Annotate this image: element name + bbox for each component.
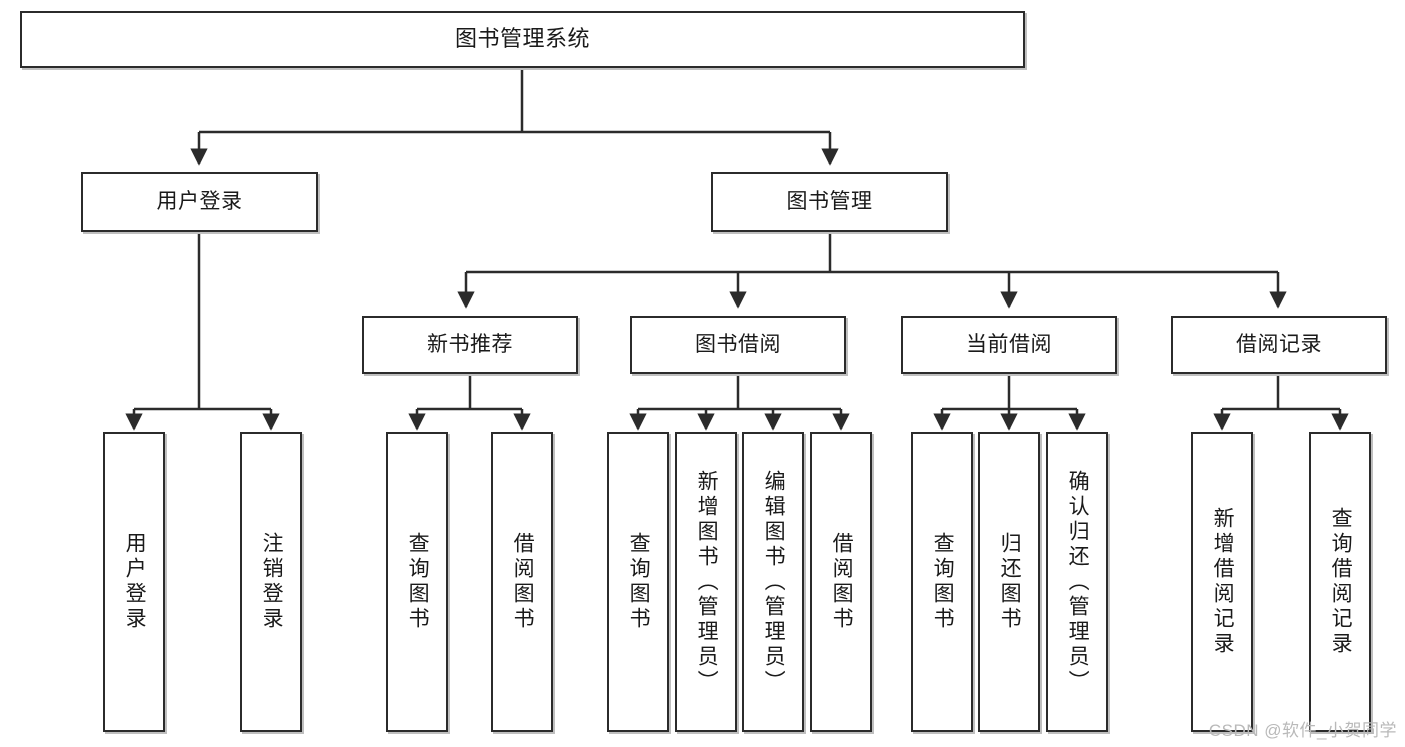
node-book-management[interactable]: 图书管理: [711, 172, 948, 232]
node-current-borrow-label: 当前借阅: [966, 333, 1052, 357]
node-leaf-confirm-return-admin[interactable]: 确认归还（管理员）: [1046, 432, 1108, 732]
node-leaf-query-book-newbook-label: 查询图书: [406, 532, 430, 632]
node-leaf-query-book-borrow[interactable]: 查询图书: [607, 432, 669, 732]
node-leaf-logout-label: 注销登录: [260, 532, 284, 632]
node-new-book-recommend[interactable]: 新书推荐: [362, 316, 578, 374]
node-leaf-logout[interactable]: 注销登录: [240, 432, 302, 732]
node-book-management-label: 图书管理: [786, 190, 873, 214]
node-leaf-query-borrow-record[interactable]: 查询借阅记录: [1309, 432, 1371, 732]
node-leaf-query-book-borrow-label: 查询图书: [627, 532, 651, 632]
node-borrow-records[interactable]: 借阅记录: [1171, 316, 1387, 374]
node-current-borrow[interactable]: 当前借阅: [901, 316, 1117, 374]
node-root-label: 图书管理系统: [454, 26, 590, 52]
node-leaf-query-borrow-record-label: 查询借阅记录: [1329, 507, 1353, 657]
node-leaf-borrow-book-newbook-label: 借阅图书: [511, 532, 535, 632]
node-leaf-edit-book-admin[interactable]: 编辑图书（管理员）: [742, 432, 804, 732]
node-leaf-edit-book-admin-label: 编辑图书（管理员）: [762, 469, 786, 695]
node-leaf-return-book[interactable]: 归还图书: [978, 432, 1040, 732]
node-book-borrow-label: 图书借阅: [695, 333, 781, 357]
node-leaf-add-book-admin[interactable]: 新增图书（管理员）: [675, 432, 737, 732]
node-leaf-query-book-current-label: 查询图书: [931, 532, 955, 632]
watermark: CSDN @软件_小贺同学: [1208, 721, 1397, 740]
node-leaf-add-borrow-record[interactable]: 新增借阅记录: [1191, 432, 1253, 732]
node-new-book-recommend-label: 新书推荐: [427, 333, 513, 357]
node-leaf-user-login-label: 用户登录: [123, 532, 147, 632]
node-root[interactable]: 图书管理系统: [20, 11, 1025, 68]
node-borrow-records-label: 借阅记录: [1236, 333, 1322, 357]
node-leaf-borrow-book-newbook[interactable]: 借阅图书: [491, 432, 553, 732]
node-leaf-return-book-label: 归还图书: [998, 532, 1022, 632]
node-leaf-add-book-admin-label: 新增图书（管理员）: [695, 469, 719, 695]
node-leaf-confirm-return-admin-label: 确认归还（管理员）: [1066, 469, 1090, 695]
node-user-login-label: 用户登录: [156, 190, 243, 214]
node-user-login[interactable]: 用户登录: [81, 172, 318, 232]
node-leaf-add-borrow-record-label: 新增借阅记录: [1211, 507, 1235, 657]
node-leaf-query-book-current[interactable]: 查询图书: [911, 432, 973, 732]
node-leaf-user-login[interactable]: 用户登录: [103, 432, 165, 732]
node-leaf-query-book-newbook[interactable]: 查询图书: [386, 432, 448, 732]
node-leaf-borrow-book-borrow[interactable]: 借阅图书: [810, 432, 872, 732]
node-leaf-borrow-book-borrow-label: 借阅图书: [830, 532, 854, 632]
node-book-borrow[interactable]: 图书借阅: [630, 316, 846, 374]
